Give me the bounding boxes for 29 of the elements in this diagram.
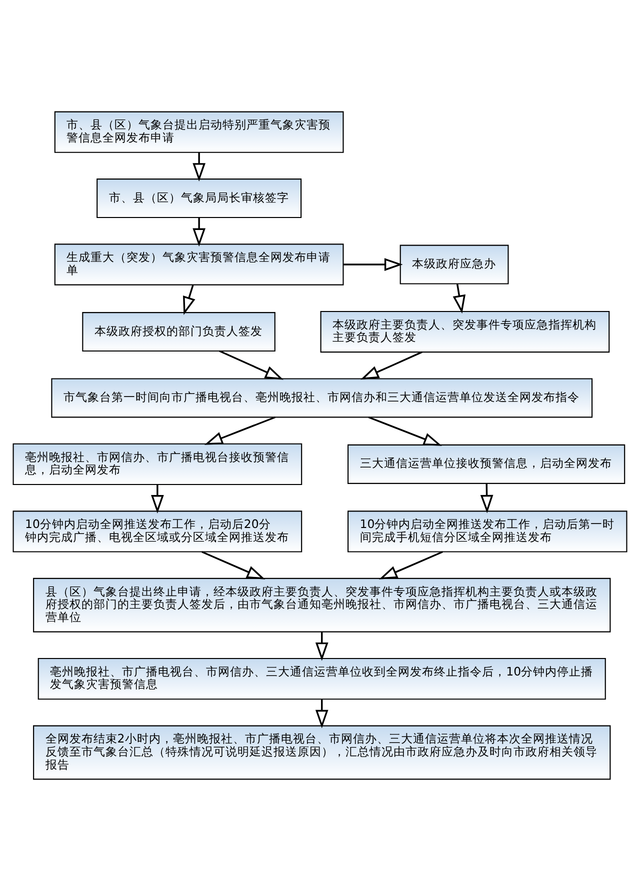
arrow [480, 484, 493, 514]
node-box: 10分钟内启动全网推送发布工作，启动后第一时间完成手机短信分区域全网推送发布 [347, 510, 627, 552]
arrow [192, 152, 206, 182]
arrow [150, 484, 164, 514]
node-box: 全网发布结束2小时内，亳州晚报社、市广播电视台、市网信办、三大通信运营单位将本次全网推送情况反馈至市气象台汇总（特殊情况可说明延迟报送原因），汇总情况由市政府应急办及时向市政府相关领导报告 [32, 725, 610, 780]
arrow [182, 284, 195, 315]
arrow [201, 551, 265, 580]
node-box: 市气象台第一时间向市广播电视台、亳州晚报社、市网信办和三大通信运营单位发送全网发布指令 [50, 378, 592, 418]
node-box: 本级政府授权的部门负责人签发 [82, 312, 275, 352]
arrow [378, 551, 442, 580]
node-box: 县（区）气象台提出终止申请，经本级政府主要负责人、突发事件专项应急指挥机构主要负责人或本级政府授权的部门的主要负责人签发后，由市气象台通知亳州晚报社、市网信办、市广播电视台、三大通信运营单位 [32, 578, 610, 632]
node-box: 市、县（区）气象局局长审核签字 [96, 178, 302, 218]
arrow [218, 350, 283, 380]
node-box: 三大通信运营单位接收预警信息，启动全网发布 [347, 444, 625, 484]
arrow [314, 632, 328, 661]
node-box: 市、县（区）气象台提出启动特别严重气象灾害预警信息全网发布申请 [54, 111, 344, 153]
arrow [343, 258, 402, 271]
node-box: 生成重大（突发）气象灾害预警信息全网发布申请单 [54, 244, 344, 286]
node-box: 亳州晚报社、市广播电视台、市网信办、三大通信运营单位收到全网发布终止指令后，10分钟内停止播发气象灾害预警信息 [37, 658, 606, 700]
arrow [452, 284, 466, 314]
arrow [204, 416, 275, 445]
node-box: 本级政府主要负责人、突发事件专项应急指挥机构主要负责人签发 [320, 310, 610, 353]
arrow [314, 699, 328, 728]
arrow [192, 218, 206, 247]
node-box: 10分钟内启动全网推送发布工作，启动后20分钟内完成广播、电视全区域或分区域全网推送发布 [12, 510, 302, 552]
arrow [368, 416, 442, 446]
arrow [360, 351, 422, 380]
node-box: 本级政府应急办 [399, 244, 508, 284]
node-box: 亳州晚报社、市网信办、市广播电视台接收预警信息，启动全网发布 [12, 443, 302, 486]
